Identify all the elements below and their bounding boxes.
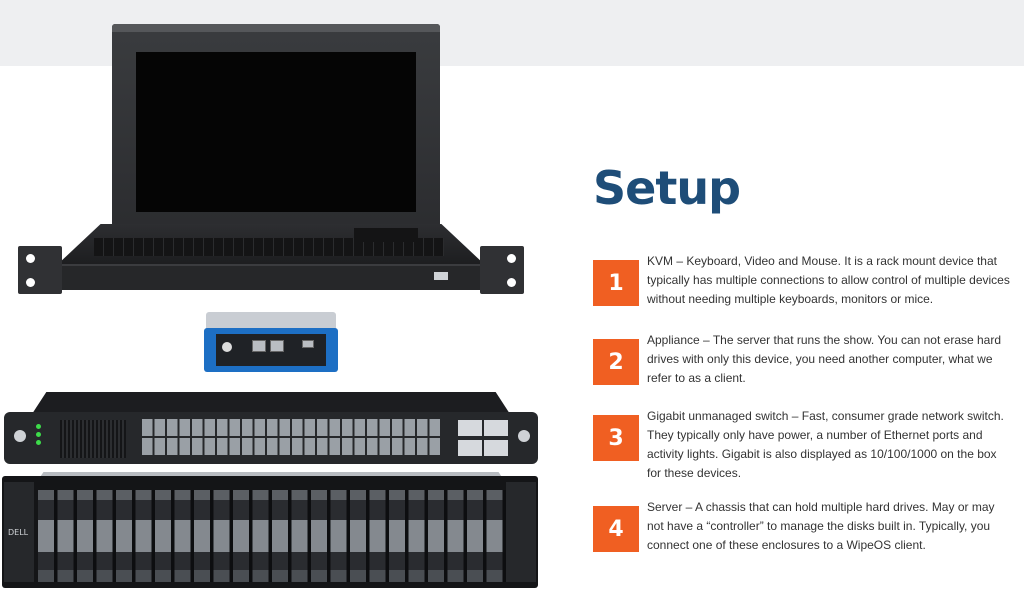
switch-ethernet-ports xyxy=(140,418,440,456)
server-rack-ear-left xyxy=(4,482,34,582)
switch-sfp-ports xyxy=(458,420,508,456)
switch-image xyxy=(4,392,538,468)
appliance-image xyxy=(204,312,338,376)
list-item: 3 Gigabit unmanaged switch – Fast, consu… xyxy=(593,407,1013,483)
status-led-icon xyxy=(36,440,41,445)
item-description: KVM – Keyboard, Video and Mouse. It is a… xyxy=(647,254,1010,306)
number-badge: 1 xyxy=(593,260,639,306)
kvm-mount-hole xyxy=(26,254,35,263)
item-description: Gigabit unmanaged switch – Fast, consume… xyxy=(647,409,1004,480)
kvm-mount-hole xyxy=(507,254,516,263)
server-image: DELL xyxy=(2,472,538,590)
dell-logo-icon: DELL xyxy=(8,528,29,537)
kvm-image xyxy=(14,24,528,296)
kvm-mount-hole xyxy=(507,278,516,287)
item-description: Appliance – The server that runs the sho… xyxy=(647,333,1002,385)
switch-top xyxy=(32,392,510,414)
kvm-screen xyxy=(136,52,416,212)
screw-icon xyxy=(14,430,26,442)
power-button-icon xyxy=(222,342,232,352)
kvm-mount-hole xyxy=(26,278,35,287)
server-rack-ear-right xyxy=(506,482,536,582)
ethernet-port-icon xyxy=(270,340,284,352)
kvm-front-panel xyxy=(60,264,484,290)
number-badge: 2 xyxy=(593,339,639,385)
page-title: Setup xyxy=(593,161,741,215)
usb-port-icon xyxy=(434,272,448,280)
kvm-keyboard xyxy=(94,238,444,256)
kvm-touchpad xyxy=(354,228,418,242)
kvm-rack-ear-left xyxy=(18,246,62,294)
number-badge: 3 xyxy=(593,415,639,461)
kvm-rack-ear-right xyxy=(480,246,524,294)
list-item: 2 Appliance – The server that runs the s… xyxy=(593,331,1013,391)
screw-icon xyxy=(518,430,530,442)
status-led-icon xyxy=(36,432,41,437)
usb-port-icon xyxy=(302,340,314,348)
switch-vent xyxy=(60,420,126,458)
status-led-icon xyxy=(36,424,41,429)
list-item: 1 KVM – Keyboard, Video and Mouse. It is… xyxy=(593,252,1013,312)
number-badge: 4 xyxy=(593,506,639,552)
list-item: 4 Server – A chassis that can hold multi… xyxy=(593,498,1013,558)
server-drive-bays xyxy=(38,490,506,582)
item-description: Server – A chassis that can hold multipl… xyxy=(647,500,995,552)
appliance-top xyxy=(206,312,336,330)
ethernet-port-icon xyxy=(252,340,266,352)
kvm-lid-edge xyxy=(112,24,440,32)
